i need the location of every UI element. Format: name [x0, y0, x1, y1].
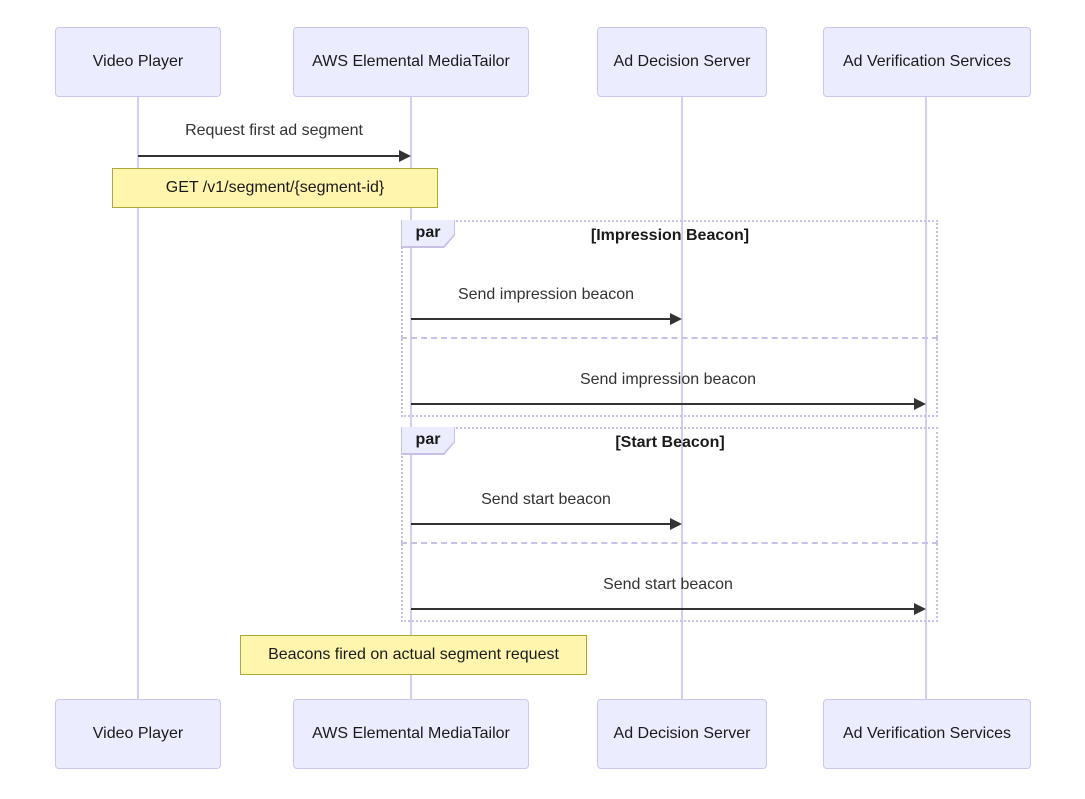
participant-top-ad-verification-services: Ad Verification Services: [823, 27, 1031, 97]
lifeline-ad-decision-server: [681, 97, 683, 699]
arrowhead: [914, 398, 926, 410]
message-label: Send start beacon: [481, 491, 611, 508]
par-block-start-beacon: [401, 427, 938, 622]
message-arrow: [411, 608, 914, 610]
message-label: Request first ad segment: [185, 122, 363, 139]
message-arrow: [411, 523, 670, 525]
participant-bottom-video-player: Video Player: [55, 699, 221, 769]
participant-bottom-ad-verification-services: Ad Verification Services: [823, 699, 1031, 769]
participant-bottom-mediatailor: AWS Elemental MediaTailor: [293, 699, 529, 769]
message-arrow: [138, 155, 399, 157]
message-arrow: [411, 403, 914, 405]
participant-top-mediatailor: AWS Elemental MediaTailor: [293, 27, 529, 97]
note-get-segment: GET /v1/segment/{segment-id}: [112, 168, 438, 208]
note-beacons-fired: Beacons fired on actual segment request: [240, 635, 587, 675]
arrowhead: [914, 603, 926, 615]
par-keyword: par: [402, 427, 454, 453]
arrowhead: [670, 313, 682, 325]
lifeline-ad-verification-services: [925, 97, 927, 699]
arrowhead: [399, 150, 411, 162]
participant-top-video-player: Video Player: [55, 27, 221, 97]
participant-top-ad-decision-server: Ad Decision Server: [597, 27, 767, 97]
arrowhead: [670, 518, 682, 530]
message-arrow: [411, 318, 670, 320]
par-condition-label: [Impression Beacon]: [590, 227, 750, 244]
par-divider: [401, 542, 938, 544]
par-label-tab: par: [401, 427, 455, 455]
message-label: Send impression beacon: [579, 371, 757, 388]
message-label: Send start beacon: [603, 576, 733, 593]
par-block-impression-beacon: [401, 220, 938, 417]
par-label-tab: par: [401, 220, 455, 248]
participant-bottom-ad-decision-server: Ad Decision Server: [597, 699, 767, 769]
lifeline-mediatailor: [410, 97, 412, 699]
lifeline-video-player: [137, 97, 139, 699]
par-keyword: par: [402, 220, 454, 246]
par-condition-label: [Start Beacon]: [615, 434, 725, 451]
par-divider: [401, 337, 938, 339]
message-label: Send impression beacon: [457, 286, 635, 303]
